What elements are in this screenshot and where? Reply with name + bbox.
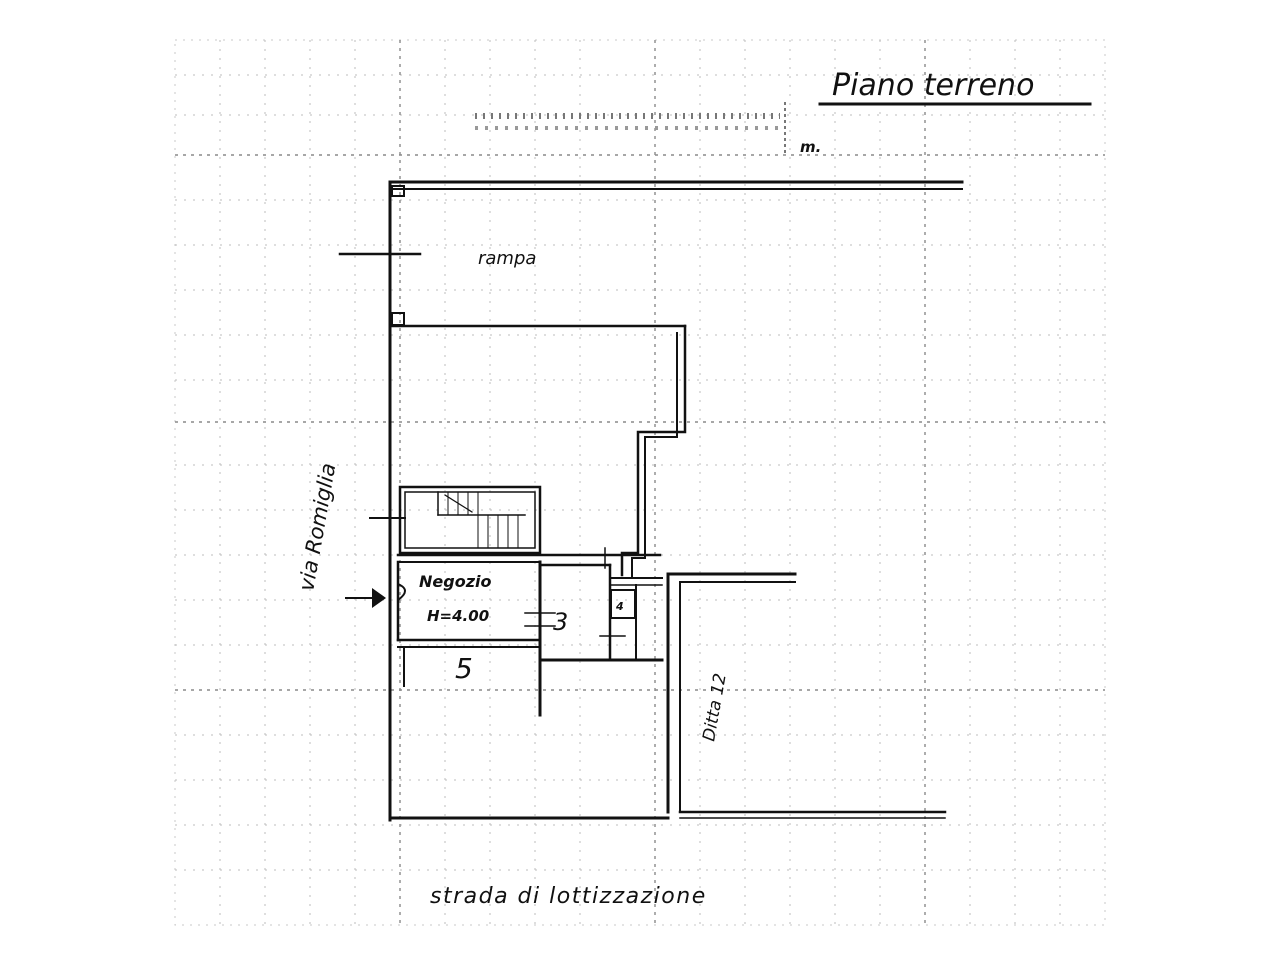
- plan-labels: rampa via Romiglia strada di lottizzazio…: [294, 248, 731, 909]
- label-room-3: 3: [553, 608, 568, 636]
- header-mark: m.: [800, 138, 821, 156]
- entrance-arrow-icon: [345, 583, 406, 608]
- label-ramp: rampa: [478, 248, 536, 269]
- label-street-bottom: strada di lottizzazione: [430, 884, 707, 909]
- label-neighbor: Ditta 12: [699, 672, 731, 743]
- title-block: Piano terreno m.: [475, 68, 1092, 156]
- label-shop: Negozio: [419, 572, 491, 591]
- label-room-5: 5: [455, 652, 473, 685]
- plan-title: Piano terreno: [832, 68, 1034, 103]
- walls: [338, 180, 964, 822]
- label-room-4: 4: [615, 600, 624, 613]
- grid-paper: [174, 39, 1106, 926]
- label-street-side: via Romiglia: [294, 461, 340, 593]
- label-shop-height: H=4.00: [427, 607, 489, 625]
